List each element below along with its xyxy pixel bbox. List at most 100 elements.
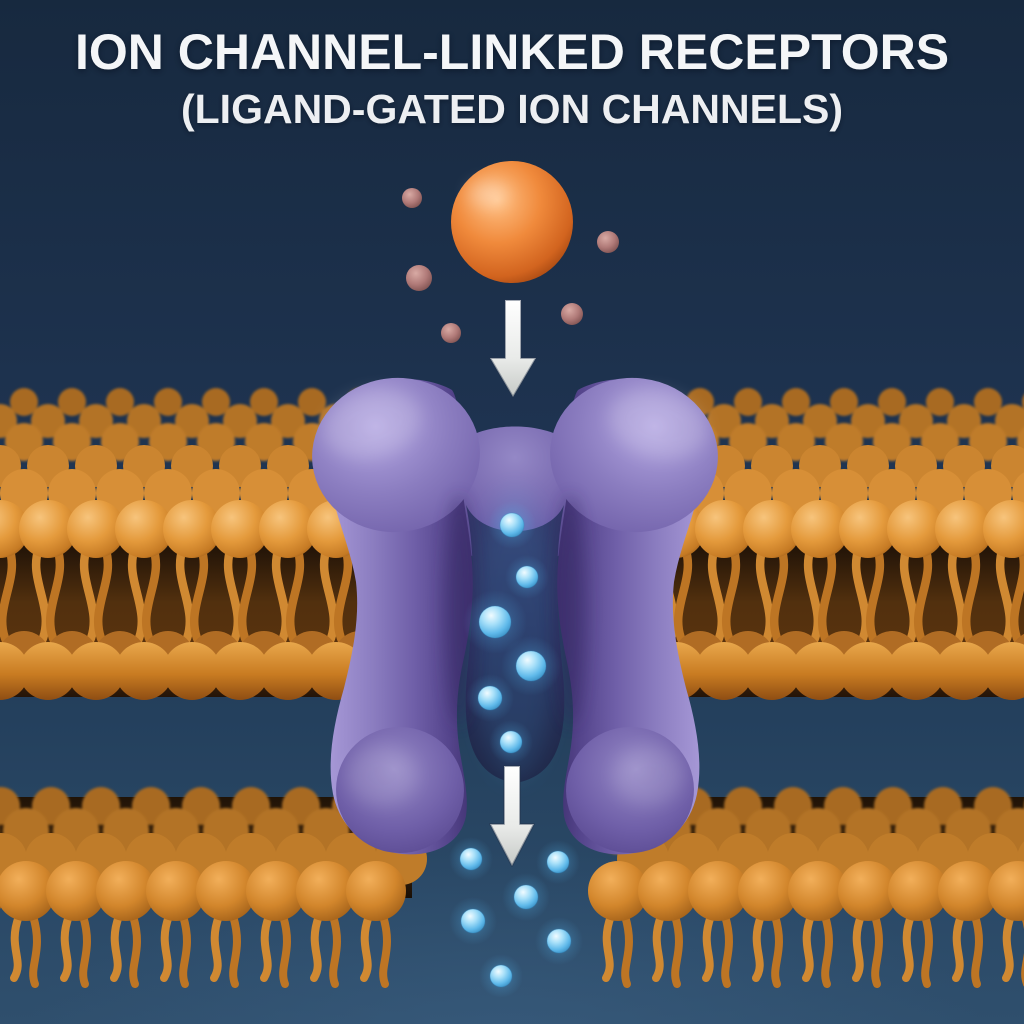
lipid-head-back [298,388,326,416]
ion-released [546,928,572,954]
lipid-head [638,861,698,921]
lipid-tail [223,543,242,648]
lipid-tail [995,543,1014,648]
lipid-tail [310,912,323,982]
diagram-title: ION CHANNEL-LINKED RECEPTORS [74,24,950,80]
lipid-tail [29,912,41,988]
lipid-tail [94,543,113,648]
lipid-head [839,642,897,700]
lipid-head-back [782,388,810,416]
lipid-tail [674,543,693,648]
lipid-tail [46,543,65,648]
lipid-head-back [803,404,837,438]
ligand-binding-arrow [489,299,537,398]
lipid-tail [818,543,837,648]
ligand [451,161,573,283]
lipid-tail [652,912,665,982]
lipid-head [743,500,801,558]
ion-released [459,847,483,871]
ion-released [546,850,570,874]
lipid-tail [962,543,981,648]
lipid-tail [921,912,933,988]
lipid-tail [702,912,715,982]
lipid-tail [722,543,741,648]
lipid-head [67,642,125,700]
lipid-tail [947,543,966,648]
lipid-head-back [127,404,161,438]
ligand-particles [402,188,619,343]
ion-in-channel [515,650,547,682]
lipid-head [196,861,256,921]
lipid-tail [286,543,305,648]
lipid-head [211,642,269,700]
lipid-tail [602,912,615,982]
lipid-tail [127,543,146,648]
lipid-head-back [926,388,954,416]
lipid-head [988,861,1024,921]
lipid-head-back [899,404,933,438]
lipid-tail [621,912,633,988]
ligand-particle [597,231,619,253]
lipid-head-back [250,388,278,416]
lipid-tail [755,543,774,648]
lipid-head [19,500,77,558]
lipid-tail [914,543,933,648]
lipid-head [888,861,948,921]
lipid-tail [821,912,833,988]
lipid-head [935,500,993,558]
ion-released [513,884,539,910]
lipid-tail [142,543,161,648]
diagram-subtitle: (LIGAND-GATED ION CHANNELS) [180,85,844,132]
lipid-tail [129,912,141,988]
lipid-tail [899,543,918,648]
ligand-particle [402,188,422,208]
lipid-head [259,642,317,700]
lipid-head [96,861,156,921]
lipid-tail [866,543,885,648]
ion-in-channel [515,565,539,589]
lipid-tail [334,543,353,648]
lipid-head [163,500,221,558]
lipid-tail [721,912,733,988]
lipid-head [791,642,849,700]
title-block: ION CHANNEL-LINKED RECEPTORS (LIGAND-GAT… [0,26,1024,133]
lipid-head-back [734,388,762,416]
ion-in-channel [477,685,503,711]
lipid-head [839,500,897,558]
lipid-tail [0,543,17,648]
lipid-head [115,642,173,700]
lipid-head [0,642,29,700]
lipid-head [688,861,748,921]
lipid-head-back [58,388,86,416]
lipid-tail [771,912,783,988]
lipid-tail [1010,543,1024,648]
lipid-tail [79,543,98,648]
lipid-head-back [947,404,981,438]
lipid-tail [238,543,257,648]
ion-in-channel [478,605,512,639]
ligand-group [451,161,573,283]
lipid-tail [79,912,91,988]
lipid-tail [752,912,765,982]
ligand-highlight [468,181,508,207]
receptor-foot-highlight [346,746,418,806]
lipid-tail [271,543,290,648]
lipid-head [838,861,898,921]
receptor-subunit-left [312,377,480,855]
lipid-tail [852,912,865,982]
lipid-tail [260,912,273,982]
lipid-head [67,500,125,558]
lipid-tail [210,912,223,982]
lipid-tail [229,912,241,988]
lipid-head-back [175,404,209,438]
lipid-head [983,642,1024,700]
lipid-head [935,642,993,700]
lipid-head [259,500,317,558]
ligand-particle [441,323,461,343]
ion-flow-arrow [489,765,535,867]
lipid-head-back [878,388,906,416]
lipid-head-back [202,388,230,416]
lipid-head [19,642,77,700]
lipid-head [346,861,406,921]
